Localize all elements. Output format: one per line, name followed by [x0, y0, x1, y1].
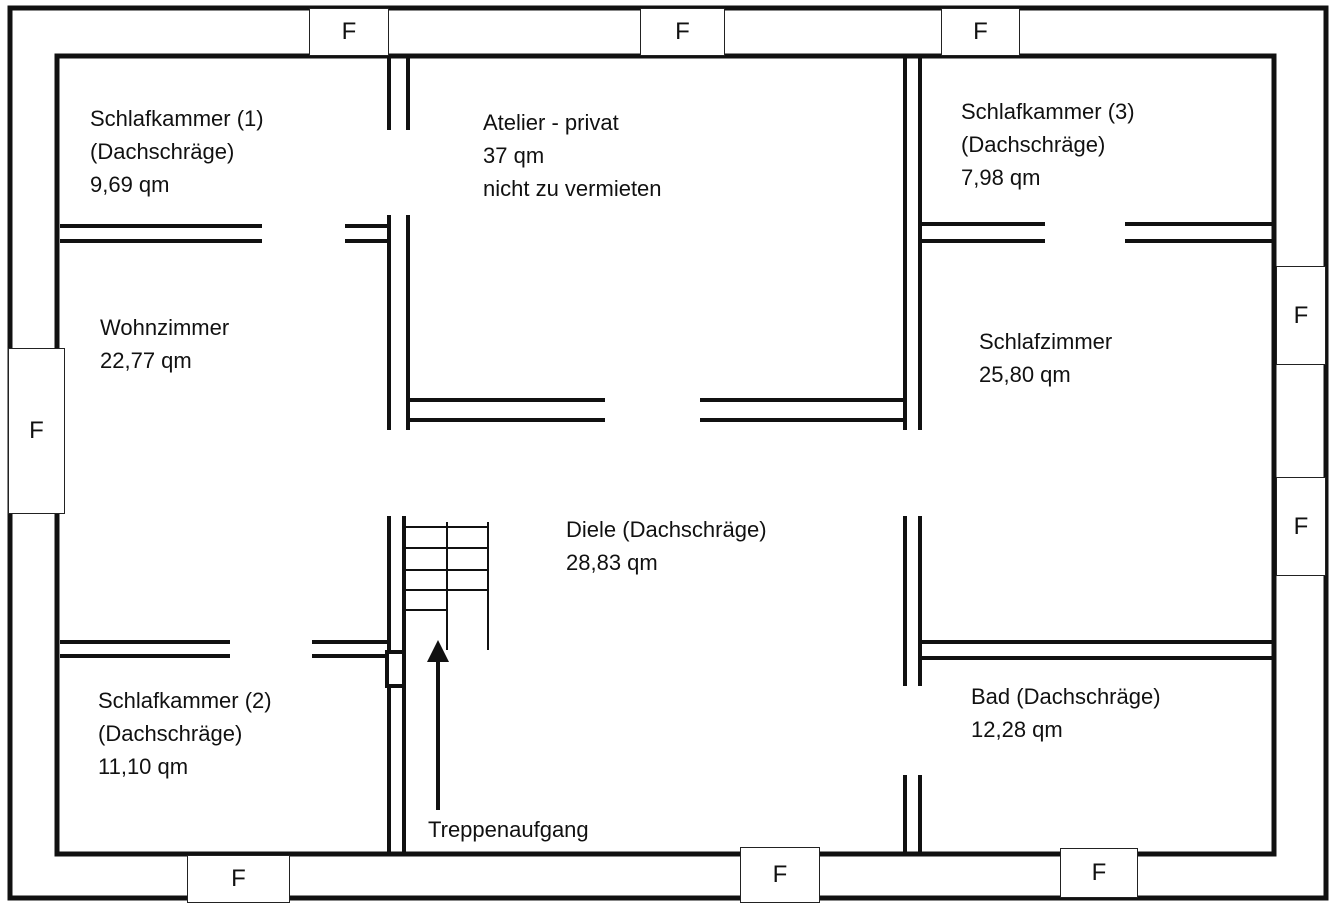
- room-label-schlafkammer-3: Schlafkammer (3)(Dachschräge)7,98 qm: [961, 99, 1135, 190]
- window-right-upper: F: [1276, 266, 1326, 365]
- window-bottom-right: F: [1060, 848, 1138, 898]
- window-right-lower: F: [1276, 477, 1326, 576]
- window-bottom-center: F: [740, 847, 820, 903]
- wall-bad-top: [920, 640, 1272, 660]
- window-left: F: [8, 348, 65, 514]
- stair-arrow: [427, 640, 449, 810]
- staircase: [404, 522, 489, 650]
- wall-schlafkammer2-top: [60, 640, 389, 658]
- room-label-diele: Diele (Dachschräge)28,83 qm: [566, 517, 767, 575]
- window-top-left: F: [309, 8, 389, 56]
- wall-left-lower: [385, 516, 406, 852]
- room-label-schlafkammer-2: Schlafkammer (2)(Dachschräge)11,10 qm: [98, 688, 272, 779]
- wall-schlafkammer3-bottom: [920, 222, 1272, 243]
- stair-label: Treppenaufgang: [428, 817, 589, 842]
- window-top-center: F: [640, 8, 725, 56]
- wall-schlafkammer1-bottom: [60, 224, 389, 243]
- room-label-schlafkammer-1: Schlafkammer (1)(Dachschräge)9,69 qm: [90, 106, 264, 197]
- wall-left-upper: [387, 58, 410, 430]
- window-top-right: F: [941, 8, 1020, 56]
- wall-right: [903, 58, 922, 852]
- wall-atelier-bottom: [408, 398, 905, 422]
- room-label-bad: Bad (Dachschräge)12,28 qm: [971, 684, 1161, 742]
- window-bottom-left: F: [187, 855, 290, 903]
